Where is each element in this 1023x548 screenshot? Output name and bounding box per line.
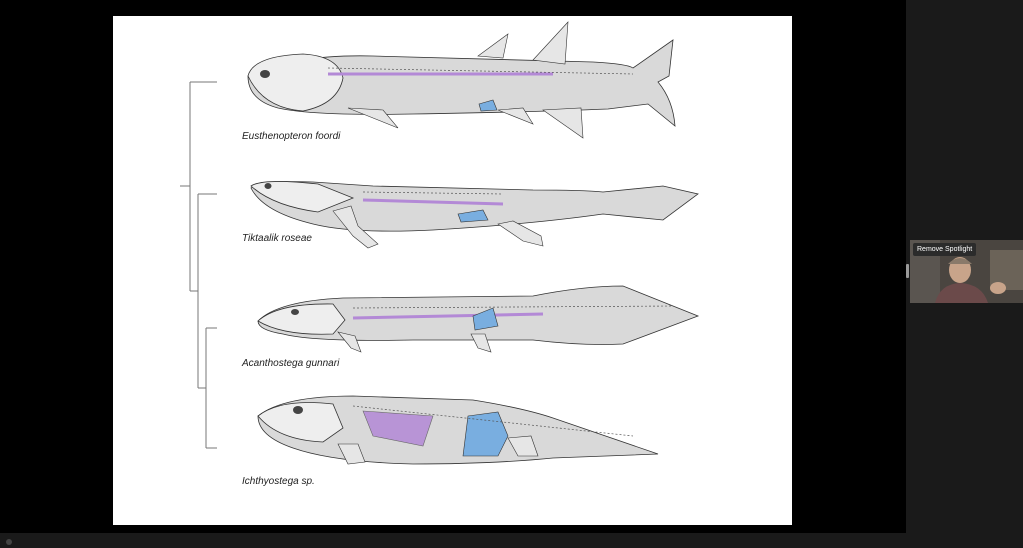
toolbar-indicator-icon <box>6 539 12 545</box>
species-label-acanthostega: Acanthostega gunnari <box>242 358 340 369</box>
cladogram-tree <box>180 81 217 449</box>
ichthyostega-illustration <box>257 395 659 465</box>
species-label-eusthenopteron: Eusthenopteron foordi <box>242 131 341 142</box>
evolution-diagram <box>180 21 700 465</box>
remove-spotlight-button[interactable]: Remove Spotlight <box>913 243 977 256</box>
bottom-toolbar <box>0 533 906 548</box>
species-label-ichthyostega: Ichthyostega sp. <box>242 476 315 487</box>
gallery-scroll-handle[interactable] <box>906 264 909 278</box>
shared-slide: Eusthenopteron foordi Tiktaalik roseae A… <box>113 16 792 525</box>
species-label-tiktaalik: Tiktaalik roseae <box>242 233 312 244</box>
screen-share-area: Eusthenopteron foordi Tiktaalik roseae A… <box>0 0 906 533</box>
tiktaalik-illustration <box>250 181 699 249</box>
acanthostega-illustration <box>257 285 700 353</box>
eusthenopteron-illustration <box>247 21 676 139</box>
